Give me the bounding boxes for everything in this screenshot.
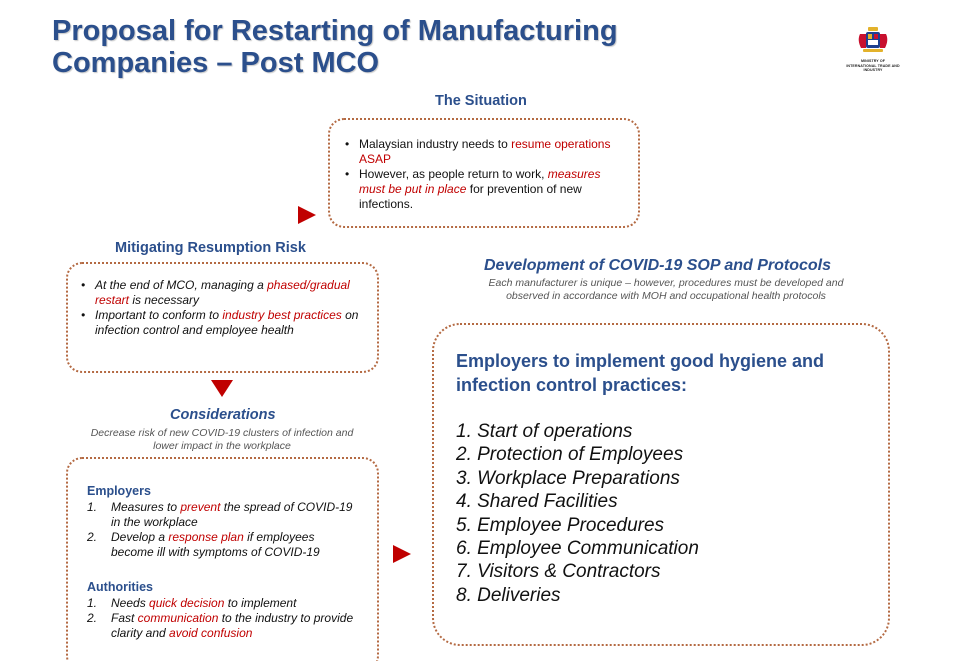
highlight-text: industry best practices [222, 308, 342, 322]
logo-text-line-1: MINISTRY OF [860, 59, 886, 63]
arrow-right-icon [393, 545, 411, 563]
highlight-text: quick decision [149, 596, 225, 610]
page-title-line-1: Proposal for Restarting of Manufacturing [52, 15, 618, 47]
sop-item-2: 2. Protection of Employees [456, 444, 684, 466]
highlight-text: response plan [168, 530, 244, 544]
highlight-text: communication [137, 611, 219, 625]
highlight-text: avoid confusion [169, 626, 253, 640]
authorities-label: Authorities [87, 580, 153, 594]
mitigating-bullets: At the end of MCO, managing a phased/gra… [81, 278, 366, 338]
arrow-down-icon [211, 380, 233, 397]
sop-box-heading: Employers to implement good hygiene and … [456, 351, 825, 395]
mitigating-heading: Mitigating Resumption Risk [115, 240, 306, 256]
authorities-item-2: 2.Fast communication to the industry to … [87, 611, 354, 640]
arrow-right-icon [298, 206, 316, 224]
authorities-item-1: 1.Needs quick decision to implement [87, 596, 297, 610]
sop-box: Employers to implement good hygiene and … [432, 323, 890, 646]
situation-bullet-2: However, as people return to work, measu… [345, 167, 620, 212]
logo-text-line-2: INTERNATIONAL TRADE AND INDUSTRY [846, 63, 900, 73]
sop-item-3: 3. Workplace Preparations [456, 467, 680, 489]
coat-of-arms-icon [858, 27, 888, 52]
sop-item-6: 6. Employee Communication [456, 538, 699, 560]
sop-heading: Development of COVID-19 SOP and Protocol… [484, 257, 832, 274]
highlight-text: prevent [180, 500, 221, 514]
ministry-logo: MINISTRY OF INTERNATIONAL TRADE AND INDU… [838, 26, 908, 73]
sop-note: Each manufacturer is unique – however, p… [488, 277, 844, 302]
sop-item-1: 1. Start of operations [456, 421, 633, 442]
highlight-text: measures must be put in place [359, 167, 601, 196]
mitigating-bullet-2: Important to conform to industry best pr… [81, 308, 366, 338]
sop-item-4: 4. Shared Facilities [456, 491, 618, 513]
employers-list: 1.Measures to prevent the spread of COVI… [87, 500, 357, 560]
situation-bullet-1: Malaysian industry needs to resume opera… [345, 137, 620, 167]
page-title-line-2: Companies – Post MCO [52, 47, 380, 79]
sop-items: 1. Start of operations 2. Protection of … [456, 420, 856, 607]
considerations-box: Employers 1.Measures to prevent the spre… [66, 457, 379, 661]
sop-item-5: 5. Employee Procedures [456, 514, 665, 536]
situation-box: Malaysian industry needs to resume opera… [328, 118, 640, 228]
page-title: Proposal for Restarting of Manufacturing… [52, 15, 618, 79]
highlight-text: resume operations ASAP [359, 137, 611, 166]
authorities-list: 1.Needs quick decision to implement 2.Fa… [87, 596, 357, 641]
highlight-text: phased/gradual restart [95, 278, 350, 307]
situation-bullets: Malaysian industry needs to resume opera… [345, 137, 620, 212]
sop-item-7: 7. Visitors & Contractors [456, 561, 661, 583]
sop-item-8: 8. Deliveries [456, 584, 561, 606]
mitigating-box: At the end of MCO, managing a phased/gra… [66, 262, 379, 373]
situation-heading: The Situation [435, 93, 527, 109]
employers-item-2: 2.Develop a response plan if employees b… [87, 530, 320, 559]
employers-label: Employers [87, 484, 151, 498]
employers-item-1: 1.Measures to prevent the spread of COVI… [87, 500, 353, 529]
mitigating-bullet-1: At the end of MCO, managing a phased/gra… [81, 278, 366, 308]
considerations-heading: Considerations [170, 407, 276, 423]
considerations-note: Decrease risk of new COVID-19 clusters o… [90, 427, 354, 452]
